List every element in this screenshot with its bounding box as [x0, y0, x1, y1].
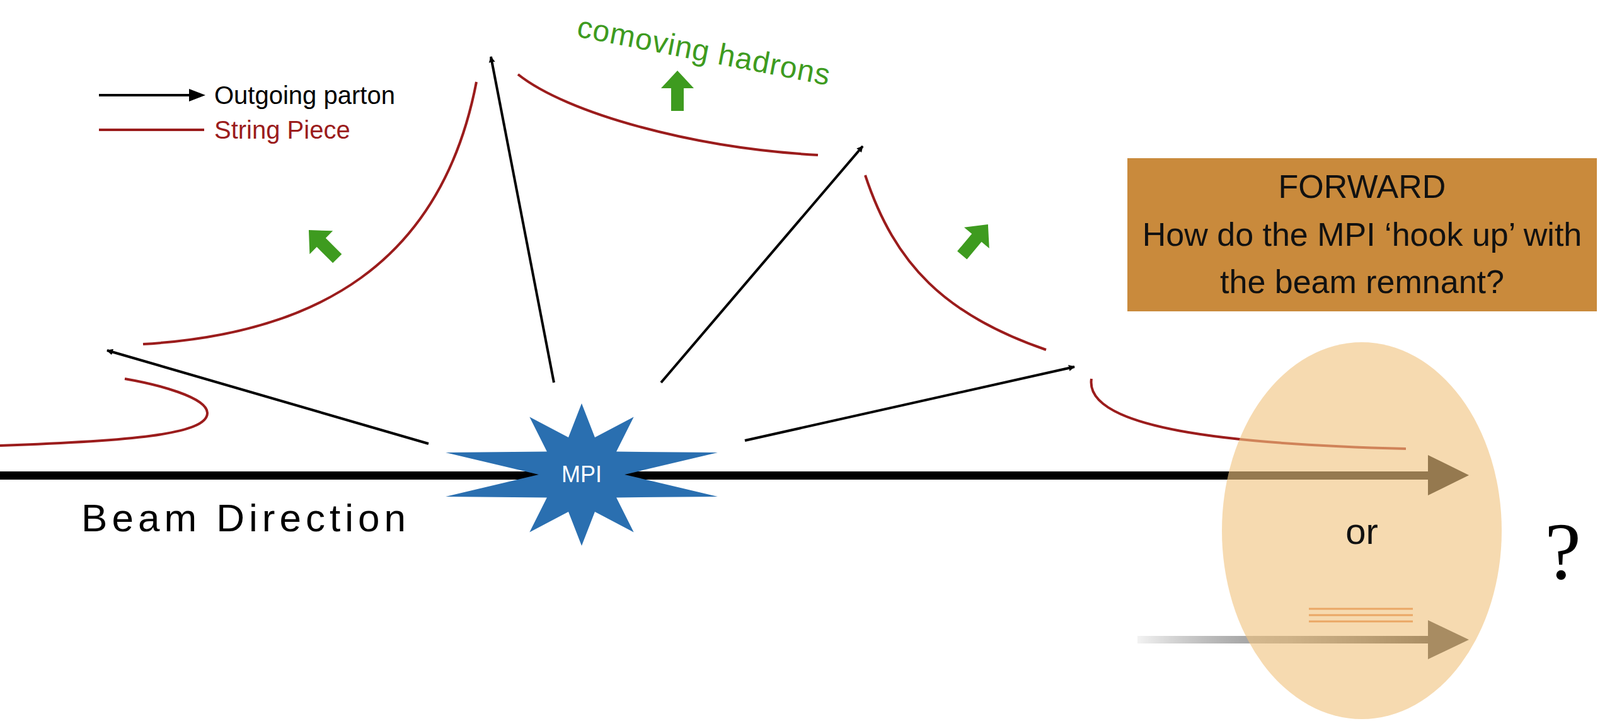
legend-text: String Piece — [214, 114, 351, 146]
mpi-star: MPI — [438, 403, 725, 546]
node-body: How do the MPI ‘hook up’ with the beam r… — [1135, 211, 1590, 307]
question-mark: ? — [1544, 506, 1582, 597]
hadron-arrows — [297, 70, 1001, 271]
node-title: or — [1345, 509, 1379, 553]
legend-string — [98, 128, 205, 132]
node-title: FORWARD — [1278, 163, 1447, 211]
remnant-ellipse: or — [1221, 341, 1502, 720]
legend-text: Outgoing parton — [214, 79, 396, 111]
node-title: MPI — [561, 461, 602, 488]
axis-label: Beam Direction — [81, 496, 411, 540]
annotation: comoving hadrons — [574, 10, 834, 93]
legend-arrow — [98, 88, 206, 102]
parton-arrows — [107, 56, 1075, 444]
question-box: FORWARDHow do the MPI ‘hook up’ with the… — [1127, 158, 1597, 312]
